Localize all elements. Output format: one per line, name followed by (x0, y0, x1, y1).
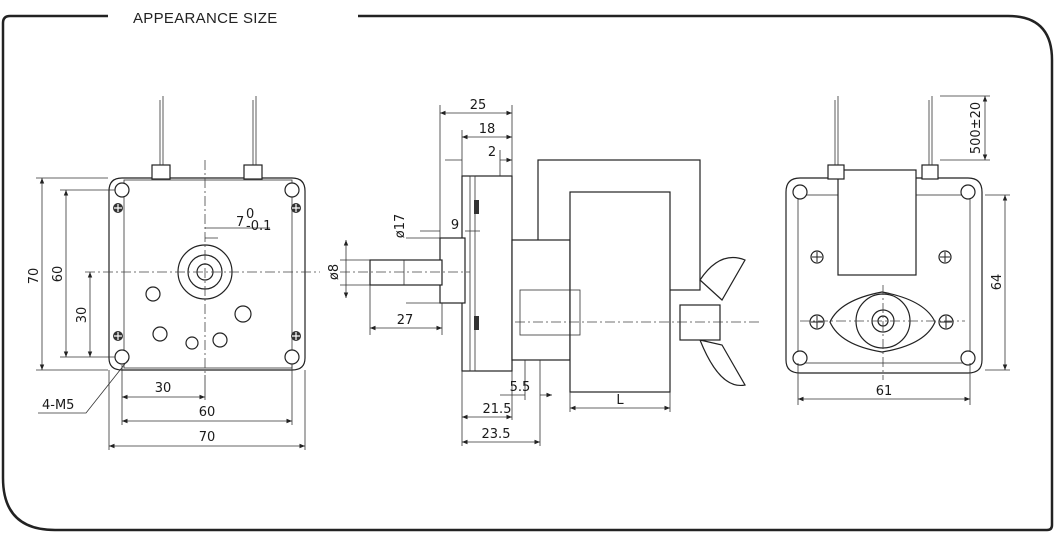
dim-70-vertical: 70 (27, 268, 42, 285)
clamp-right (243, 164, 263, 180)
dim-70-horizontal: 70 (199, 430, 216, 445)
side-shaft (369, 259, 443, 286)
frame-border (1, 14, 1054, 532)
dim-offset-sup: 0 (246, 207, 254, 222)
side-neck (511, 239, 571, 361)
dim-64: 64 (990, 274, 1005, 291)
fan-blade-bottom (699, 339, 746, 387)
wire-left (159, 96, 164, 165)
section-title: APPEARANCE SIZE (133, 10, 278, 27)
dim-60-vertical: 60 (51, 266, 66, 283)
hole-br (284, 349, 300, 365)
rear-view: 500±20 64 61 (785, 95, 1010, 405)
dim-offset-sub: -0.1 (246, 219, 271, 234)
side-boss (439, 237, 466, 304)
dim-offset: 7 (236, 215, 244, 230)
front-view: 70 60 30 7 0 -0.1 30 60 70 4-M5 (27, 96, 320, 450)
fan-blade-top (699, 256, 746, 301)
dim-25: 25 (470, 98, 487, 113)
dim-2: 2 (488, 145, 496, 160)
rear-screw-icons (809, 250, 954, 330)
dim-30-vertical: 30 (75, 307, 90, 324)
dim-21-5: 21.5 (483, 402, 512, 417)
dim-23-5: 23.5 (482, 427, 511, 442)
dim-9: 9 (451, 218, 459, 233)
fan-hub (679, 304, 721, 341)
dim-60-horizontal: 60 (199, 405, 216, 420)
side-motor (569, 191, 671, 393)
side-flange (461, 175, 513, 372)
dim-27: 27 (397, 313, 414, 328)
dim-30-horizontal: 30 (155, 381, 172, 396)
dim-holes: 4-M5 (42, 398, 74, 413)
hole-tr (284, 182, 300, 198)
dim-61: 61 (876, 384, 893, 399)
wire-right (252, 96, 257, 165)
dim-lead: 500±20 (969, 102, 984, 154)
dim-5-5: 5.5 (510, 380, 531, 395)
side-view: 25 18 2 ø17 9 ø8 27 5.5 21.5 23.5 L (327, 98, 760, 446)
clamp-left (151, 164, 171, 180)
dim-18: 18 (479, 122, 496, 137)
screw-icons (113, 203, 301, 341)
rear-bracket (837, 169, 917, 276)
dim-L: L (616, 393, 624, 408)
front-body (123, 179, 293, 369)
dim-d17: ø17 (393, 214, 408, 239)
dim-d8: ø8 (327, 264, 342, 280)
hole-tl (114, 182, 130, 198)
